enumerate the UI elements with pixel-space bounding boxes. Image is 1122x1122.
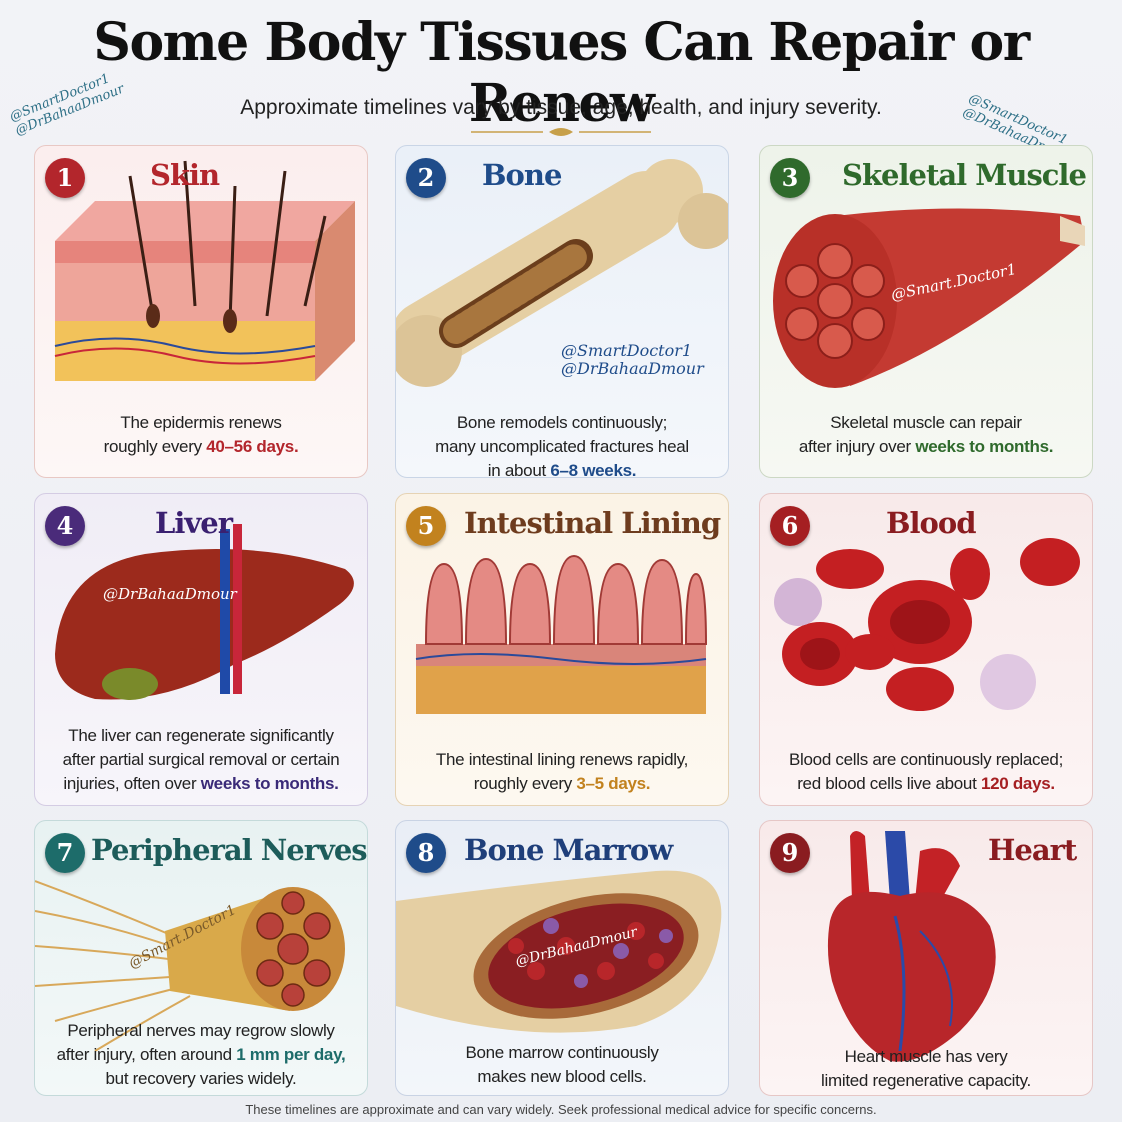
card-blood: 6 Blood Blood cells are continuously rep… [759,493,1093,806]
card-description: Bone remodels continuously; many uncompl… [435,413,689,478]
card-liver: @DrBahaaDmour 4 Liver The liver can rege… [34,493,368,806]
card-description: Peripheral nerves may regrow slowly afte… [56,1021,346,1088]
card-description: Skeletal muscle can repair after injury … [798,413,1054,456]
ornament-divider [471,128,651,136]
footer-disclaimer: These timelines are approximate and can … [245,1102,877,1117]
card-description: The liver can regenerate significantly a… [62,726,340,793]
muscle-illustration [773,208,1085,388]
number-badge: 8 [406,833,446,873]
page-title: Some Body Tissues Can Repair or Renew [93,12,1030,134]
nerve-illustration [35,880,345,1052]
number-badge: 3 [770,158,810,198]
card-bone-marrow: @DrBahaaDmour 8 Bone Marrow Bone marrow … [395,820,729,1096]
card-title: Skin [150,158,220,192]
card-title: Liver [155,506,233,540]
number-badge: 5 [406,506,446,546]
number-badge: 1 [45,158,85,198]
number-badge: 4 [45,506,85,546]
card-title: Skeletal Muscle [842,158,1087,192]
card-skeletal-muscle: @Smart.Doctor1 3 Skeletal Muscle Skeleta… [759,145,1093,478]
liver-illustration [55,524,354,700]
intestine-illustration [415,554,708,714]
card-description: The epidermis renews roughly every 40–56… [103,413,299,456]
number-badge: 9 [770,833,810,873]
card-title: Bone [482,158,562,192]
watermark-liver: @DrBahaaDmour [103,585,237,603]
card-description: Heart muscle has very limited regenerati… [821,1047,1031,1090]
number-badge: 7 [45,833,85,873]
card-description: Blood cells are continuously replaced; r… [789,750,1063,793]
skin-illustration [54,160,355,381]
card-heart: 9 Heart Heart muscle has very limited re… [759,820,1093,1096]
blood-illustration [774,538,1080,711]
card-title: Peripheral Nerves [91,833,367,867]
card-description: Bone marrow continuously makes new blood… [465,1043,659,1086]
card-peripheral-nerves: @Smart.Doctor1 7 Peripheral Nerves Perip… [34,820,368,1096]
card-title: Blood [886,506,976,540]
card-skin: 1 Skin The epidermis renews roughly ever… [34,145,368,478]
watermark-bone: @SmartDoctor1@DrBahaaDmour [561,341,704,379]
bone-illustration [396,159,728,387]
marrow-illustration [396,870,722,1033]
number-badge: 6 [770,506,810,546]
heart-illustration [827,831,996,1062]
card-title: Heart [988,833,1077,867]
card-title: Intestinal Lining [464,506,721,540]
card-intestinal-lining: 5 Intestinal Lining The intestinal linin… [395,493,729,806]
number-badge: 2 [406,158,446,198]
card-title: Bone Marrow [464,833,673,867]
card-bone: @SmartDoctor1@DrBahaaDmour 2 Bone Bone r… [395,145,729,478]
page-subtitle: Approximate timelines vary by tissue, ag… [240,96,882,119]
card-description: The intestinal lining renews rapidly, ro… [435,750,689,793]
